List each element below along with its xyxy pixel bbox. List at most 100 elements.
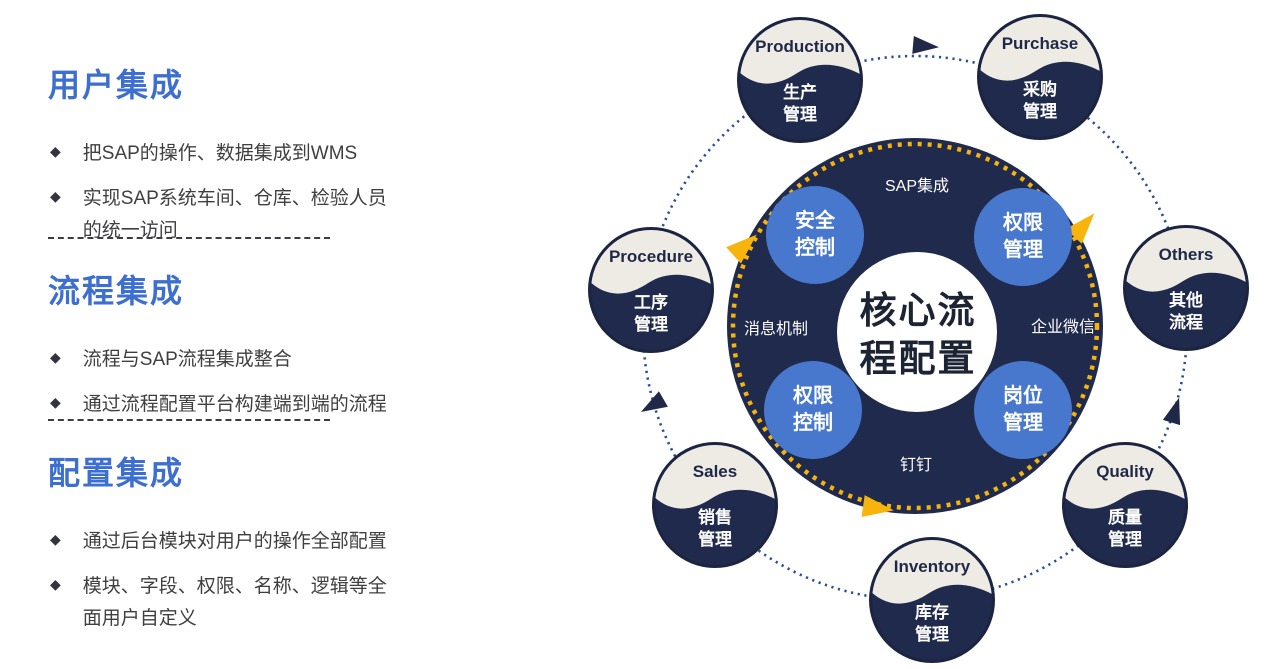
circle-text: 安全 [795,210,835,232]
node-label-zh: 销售 管理 [655,507,775,551]
bullet-item: ◆ 流程与SAP流程集成整合 [48,344,448,377]
section-title: 用户集成 [48,67,185,103]
node-zh-line: 管理 [1023,102,1057,122]
bullet-text: 流程与SAP流程集成整合 [82,349,292,370]
bullet-item: ◆ 把SAP的操作、数据集成到WMS [48,138,448,171]
core-process-diagram: 核心流 程配置 SAP集成 消息机制 企业微信 钉钉 安全 控制 权限 管理 权… [580,0,1282,669]
node-purchase: Purchase 采购 管理 [977,14,1103,140]
center-title-line1: 核心流 [859,290,977,331]
section-process-integration: 流程集成 ◆ 流程与SAP流程集成整合 ◆ 通过流程配置平台构建端到端的流程 [48,266,448,433]
bullet-text: 通过流程配置平台构建端到端的流程 [82,393,387,415]
node-inventory: Inventory 库存 管理 [869,537,995,663]
yellow-dashed-ring [730,141,1100,511]
section-user-integration: 用户集成 ◆ 把SAP的操作、数据集成到WMS ◆ 实现SAP系统车间、仓库、检… [48,60,448,260]
circle-permission-management: 权限 管理 [974,188,1072,286]
section-title: 流程集成 [48,273,185,309]
node-zh-line: 其他 [1169,291,1203,311]
node-label-en: Quality [1096,461,1154,481]
yellow-arrow-upperleft-icon [726,234,757,264]
flow-arrow-top-icon [912,35,939,54]
circle-text: 管理 [1003,412,1043,434]
bullet-list: ◆ 通过后台模块对用户的操作全部配置 ◆ 模块、字段、权限、名称、逻辑等全面用户… [48,526,448,636]
wave-shape [655,445,775,509]
diamond-bullet-icon: ◆ [50,143,61,159]
node-label-zh: 采购 管理 [980,79,1100,123]
section-title: 配置集成 [48,455,185,491]
node-label-zh: 其他 流程 [1126,290,1246,334]
node-zh-line: 管理 [783,105,817,125]
circle-text: 控制 [793,412,833,434]
wave-shape [1065,445,1185,509]
node-zh-line: 采购 [1023,80,1057,100]
label-wecom: 企业微信 [1030,319,1095,336]
left-panel: 用户集成 ◆ 把SAP的操作、数据集成到WMS ◆ 实现SAP系统车间、仓库、检… [48,0,448,669]
flow-arrow-left-icon [640,391,668,412]
diamond-bullet-icon: ◆ [50,187,61,204]
dashed-divider [48,237,330,239]
section-config-integration: 配置集成 ◆ 通过后台模块对用户的操作全部配置 ◆ 模块、字段、权限、名称、逻辑… [48,448,448,648]
node-zh-line: 销售 [698,508,732,528]
node-label-zh: 生产 管理 [740,82,860,126]
dashed-divider [48,419,330,421]
node-quality: Quality 质量 管理 [1062,442,1188,568]
center-circle [837,252,997,412]
node-label-en: Production [755,36,845,56]
flow-arrow-right-icon [1162,397,1181,426]
bullet-list: ◆ 把SAP的操作、数据集成到WMS ◆ 实现SAP系统车间、仓库、检验人员的统… [48,138,448,248]
node-label-zh: 质量 管理 [1065,507,1185,551]
node-zh-line: 管理 [634,315,668,335]
center-title-line2: 程配置 [859,338,977,380]
circle-text: 管理 [1003,239,1043,261]
diamond-bullet-icon: ◆ [50,393,61,410]
bullet-list: ◆ 流程与SAP流程集成整合 ◆ 通过流程配置平台构建端到端的流程 [48,344,448,421]
wave-shape [872,540,992,604]
wave-shape [740,20,860,84]
circle-text: 权限 [793,385,833,407]
node-zh-line: 质量 [1108,508,1142,528]
label-message-mechanism: 消息机制 [743,321,808,338]
bullet-text: 实现SAP系统车间、仓库、检验人员的统一访问 [82,187,387,242]
node-zh-line: 生产 [783,83,817,103]
node-production: Production 生产 管理 [737,17,863,143]
node-zh-line: 库存 [915,603,949,623]
node-zh-line: 管理 [698,530,732,550]
wave-shape [591,230,711,294]
center-title: 核心流 程配置 [818,287,1018,383]
node-zh-line: 工序 [634,293,668,313]
node-zh-line: 流程 [1169,313,1203,333]
node-label-en: Sales [692,461,738,481]
bullet-text: 把SAP的操作、数据集成到WMS [82,143,358,164]
circle-position-management: 岗位 管理 [974,361,1072,459]
bullet-text: 通过后台模块对用户的操作全部配置 [82,531,387,552]
bullet-item: ◆ 模块、字段、权限、名称、逻辑等全面用户自定义 [48,571,448,636]
node-label-zh: 库存 管理 [872,602,992,646]
circle-permission-control: 权限 控制 [764,361,862,459]
diamond-bullet-icon: ◆ [50,531,61,547]
node-label-zh: 工序 管理 [591,292,711,336]
node-label-en: Procedure [608,246,694,266]
circle-security-control: 安全 控制 [766,186,864,284]
label-dingtalk: 钉钉 [899,457,932,474]
yellow-arrow-bottom-icon [861,495,894,517]
bullet-item: ◆ 通过流程配置平台构建端到端的流程 [48,389,448,422]
node-label-en: Others [1158,244,1214,264]
bullet-text: 模块、字段、权限、名称、逻辑等全面用户自定义 [82,575,387,630]
node-procedure: Procedure 工序 管理 [588,227,714,353]
node-sales: Sales 销售 管理 [652,442,778,568]
yellow-arrow-upperright-icon [1065,213,1095,244]
bullet-item: ◆ 实现SAP系统车间、仓库、检验人员的统一访问 [48,183,448,248]
circle-text: 控制 [795,237,835,259]
node-zh-line: 管理 [915,625,949,645]
label-sap-integration: SAP集成 [884,178,950,195]
bullet-item: ◆ 通过后台模块对用户的操作全部配置 [48,526,448,559]
node-label-en: Purchase [1001,33,1079,53]
wave-shape [1126,228,1246,292]
diamond-bullet-icon: ◆ [50,575,61,592]
circle-text: 权限 [1003,212,1043,234]
node-others: Others 其他 流程 [1123,225,1249,351]
node-label-en: Inventory [893,556,971,576]
node-zh-line: 管理 [1108,530,1142,550]
diamond-bullet-icon: ◆ [50,349,61,365]
wave-shape [980,17,1100,81]
